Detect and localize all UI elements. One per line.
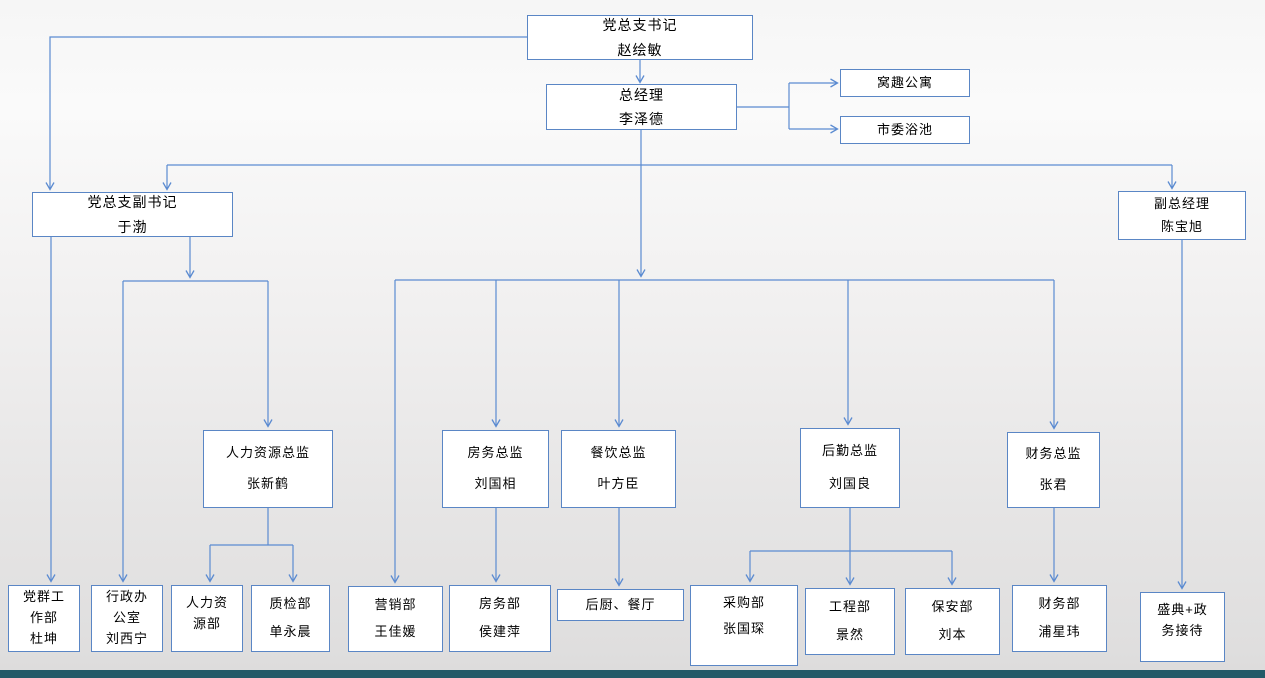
org-node-quality[interactable]: 质检部单永晨 xyxy=(251,585,330,652)
org-node-label: 单永晨 xyxy=(269,624,312,640)
org-node-finance-director[interactable]: 财务总监张君 xyxy=(1007,432,1100,508)
org-node-label: 刘国相 xyxy=(474,476,517,492)
org-node-label: 张新鹤 xyxy=(246,476,289,492)
org-node-label: 财务总监 xyxy=(1025,446,1082,462)
org-node-label: 作部 xyxy=(29,610,58,626)
org-node-label: 叶方臣 xyxy=(597,476,640,492)
org-node-label: 陈宝旭 xyxy=(1160,218,1203,234)
org-node-label: 浦星玮 xyxy=(1038,624,1081,640)
org-node-label: 刘本 xyxy=(938,627,967,643)
org-node-label: 财务部 xyxy=(1038,596,1081,612)
org-node-label: 党总支副书记 xyxy=(87,194,178,211)
org-node-label: 市委浴池 xyxy=(876,121,933,137)
org-node-bath[interactable]: 市委浴池 xyxy=(840,116,970,144)
org-node-label: 源部 xyxy=(192,615,221,631)
org-node-security[interactable]: 保安部刘本 xyxy=(905,588,1000,655)
org-node-label: 党群工 xyxy=(22,589,65,605)
org-node-kitchen[interactable]: 后厨、餐厅 xyxy=(557,589,684,621)
org-node-label: 采购部 xyxy=(722,594,765,610)
org-node-label: 赵绘敏 xyxy=(617,41,663,58)
org-node-label: 杜坤 xyxy=(29,630,58,646)
org-node-label: 公室 xyxy=(112,610,141,626)
org-node-label: 党总支书记 xyxy=(602,17,678,34)
bottom-accent-bar xyxy=(0,670,1265,678)
org-node-label: 张君 xyxy=(1039,477,1068,493)
org-node-label: 人力资 xyxy=(185,595,228,610)
org-node-engineering[interactable]: 工程部景然 xyxy=(805,588,895,655)
org-node-label: 刘国良 xyxy=(828,475,871,491)
org-node-label: 景然 xyxy=(835,627,864,643)
org-node-label: 保安部 xyxy=(931,599,974,615)
org-node-label: 盛典+政 xyxy=(1157,602,1208,617)
org-node-marketing[interactable]: 营销部王佳媛 xyxy=(348,586,443,652)
org-node-label: 副总经理 xyxy=(1153,195,1210,211)
org-node-deputy-secretary[interactable]: 党总支副书记于渤 xyxy=(32,192,233,237)
org-node-label: 务接待 xyxy=(1161,622,1204,638)
org-node-label: 营销部 xyxy=(374,596,417,612)
org-node-label: 窝趣公寓 xyxy=(876,74,933,90)
org-node-events[interactable]: 盛典+政务接待 xyxy=(1140,592,1225,662)
org-node-gm[interactable]: 总经理李泽德 xyxy=(546,84,737,130)
org-node-label: 工程部 xyxy=(828,599,871,615)
org-node-finance-dept[interactable]: 财务部浦星玮 xyxy=(1012,585,1107,652)
org-node-label: 行政办 xyxy=(105,589,148,605)
org-node-label: 人力资源总监 xyxy=(225,444,310,460)
org-node-label: 王佳媛 xyxy=(374,624,417,640)
org-node-party-masses[interactable]: 党群工作部杜坤 xyxy=(8,585,80,652)
org-node-label: 质检部 xyxy=(269,596,312,612)
org-node-label: 李泽德 xyxy=(619,111,664,127)
org-node-label: 总经理 xyxy=(619,86,664,103)
org-node-label: 张国琛 xyxy=(722,621,765,637)
org-node-logistics-director[interactable]: 后勤总监刘国良 xyxy=(800,428,900,508)
org-node-label: 于渤 xyxy=(117,218,148,235)
org-node-label: 刘西宁 xyxy=(105,630,148,646)
org-node-label: 侯建萍 xyxy=(478,624,521,640)
org-node-rooms-director[interactable]: 房务总监刘国相 xyxy=(442,430,549,508)
org-node-woqu[interactable]: 窝趣公寓 xyxy=(840,69,970,97)
org-node-hr-dept[interactable]: 人力资源部 xyxy=(171,585,243,652)
org-node-deputy-gm[interactable]: 副总经理陈宝旭 xyxy=(1118,191,1246,240)
org-node-label: 餐饮总监 xyxy=(590,444,647,460)
org-node-admin-office[interactable]: 行政办公室刘西宁 xyxy=(91,585,163,652)
org-node-hr-director[interactable]: 人力资源总监张新鹤 xyxy=(203,430,333,508)
org-node-catering-director[interactable]: 餐饮总监叶方臣 xyxy=(561,430,676,508)
org-node-label: 后厨、餐厅 xyxy=(585,596,656,612)
org-node-rooms-dept[interactable]: 房务部侯建萍 xyxy=(449,585,551,652)
org-node-label: 房务部 xyxy=(478,596,521,612)
org-node-label: 房务总监 xyxy=(467,444,524,460)
org-node-purchasing[interactable]: 采购部张国琛 xyxy=(690,585,798,666)
org-node-secretary[interactable]: 党总支书记赵绘敏 xyxy=(527,15,753,60)
org-node-label: 后勤总监 xyxy=(821,443,878,459)
